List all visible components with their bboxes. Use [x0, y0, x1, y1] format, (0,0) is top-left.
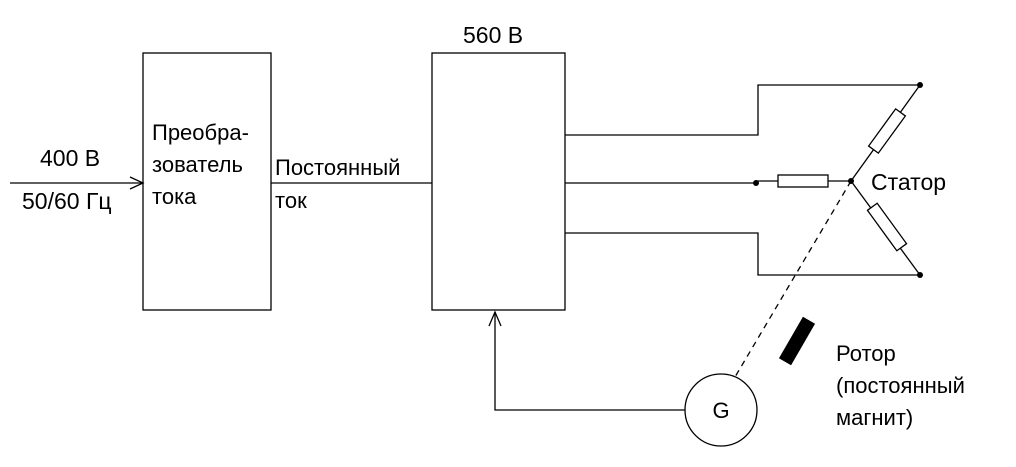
inverter-box	[431, 52, 566, 311]
dc-link-label-line-2: ток	[275, 188, 307, 213]
rotor-label-line-1: Ротор	[836, 341, 896, 366]
terminal-dot-top	[917, 82, 923, 88]
dc-link-label-line-1: Постоянный	[275, 155, 400, 180]
shaft-dashed-line	[734, 180, 852, 378]
terminal-dot-bottom	[917, 272, 923, 278]
terminal-dot-middle	[753, 180, 759, 186]
input-frequency-label: 50/60 Гц	[22, 188, 112, 214]
stator-winding-top	[867, 107, 907, 155]
rotor-label-line-2: (постоянный	[836, 373, 965, 398]
converter-label-line-3: тока	[152, 184, 197, 209]
stator-label: Статор	[871, 169, 946, 195]
rotor-magnet	[778, 316, 816, 366]
converter-label-line-1: Преобра-	[152, 120, 249, 145]
stator-winding-middle	[777, 174, 829, 188]
stator-windings	[753, 82, 923, 278]
generator-label: G	[712, 398, 729, 423]
converter-label-line-2: зователь	[152, 152, 243, 177]
input-voltage-label: 400 В	[40, 145, 100, 171]
converter-box	[142, 52, 272, 311]
feedback-arrow	[488, 310, 685, 411]
inverter-voltage-label: 560 В	[463, 22, 523, 48]
stator-winding-bottom	[866, 202, 908, 252]
rotor-label-line-3: магнит)	[836, 405, 913, 430]
phase-wires	[565, 84, 920, 276]
